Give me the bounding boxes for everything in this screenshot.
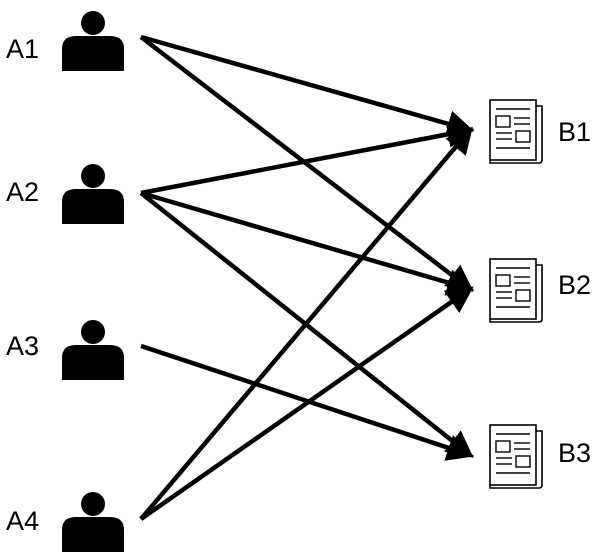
document-label-b1: B1: [558, 117, 591, 147]
edge-a1-b1: [140, 34, 475, 137]
user-label-a1: A1: [6, 34, 39, 64]
document-node-b1: B1: [489, 99, 591, 164]
document-label-b2: B2: [558, 270, 591, 300]
person-icon: [62, 164, 124, 224]
newspaper-icon: [489, 99, 543, 164]
document-node-b2: B2: [489, 258, 591, 323]
edges-layer: [139, 34, 475, 521]
newspaper-icon: [489, 258, 543, 323]
newspaper-icon: [489, 424, 543, 489]
user-label-a2: A2: [6, 177, 39, 207]
user-node-a4: A4: [6, 492, 124, 552]
document-node-b3: B3: [489, 424, 591, 489]
user-node-a2: A2: [6, 164, 124, 224]
user-node-a3: A3: [6, 320, 124, 380]
person-icon: [62, 11, 124, 71]
edge-a4-b2: [139, 286, 474, 521]
edge-a2-b2: [140, 190, 475, 296]
user-node-a1: A1: [6, 11, 124, 71]
user-label-a3: A3: [6, 331, 39, 361]
edge-a4-b1: [139, 126, 473, 521]
document-label-b3: B3: [558, 438, 591, 468]
user-label-a4: A4: [6, 506, 39, 536]
edge-a3-b3: [140, 343, 475, 461]
person-icon: [62, 492, 124, 552]
person-icon: [62, 320, 124, 380]
edge-a2-b1: [140, 120, 475, 196]
